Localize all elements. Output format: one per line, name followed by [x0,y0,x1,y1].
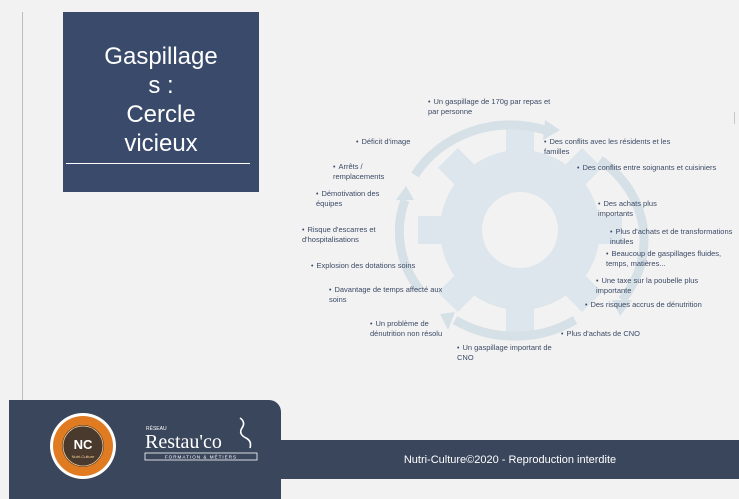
cycle-item: •Beaucoup de gaspillages fluides, temps,… [606,249,722,268]
cycle-item: •Risque d'escarres et d'hospitalisations [302,225,376,244]
steam-icon [239,417,252,449]
restauco-logo: RÉSEAU Restau'co FORMATION & MÉTIERS [144,417,258,461]
cycle-item: •Démotivation des équipes [316,189,380,208]
cycle-item: •Des conflits entre soignants et cuisini… [577,163,717,172]
cycle-item: •Plus d'achats de CNO [561,329,641,338]
cycle-item: •Une taxe sur la poubelle plus important… [596,276,699,295]
cycle-item: •Un gaspillage de 170g par repas et par … [428,97,551,116]
title-box: Gaspillage s : Cercle vicieux [63,12,259,192]
cycle-item: •Explosion des dotations soins [311,261,416,270]
cycle-item: •Des conflits avec les résidents et les … [544,137,671,156]
cycle-item: •Davantage de temps affecté aux soins [329,285,443,304]
title-underline [66,163,250,164]
cycle-item: •Un problème de dénutrition non résolu [370,319,443,338]
cycle-item: •Un gaspillage important de CNO [457,343,552,362]
cycle-item: •Déficit d'image [356,137,411,146]
right-edge-mark [734,112,739,124]
restau-tagline: FORMATION & MÉTIERS [165,454,237,460]
nc-logo-sub: Nutri-Culture [72,454,95,459]
left-divider [22,12,23,407]
cycle-item: •Plus d'achats et de transformations inu… [610,227,733,246]
footer-copyright: Nutri-Culture©2020 - Reproduction interd… [403,453,617,466]
restau-brand: Restau'co [145,431,222,453]
slide-title: Gaspillage s : Cercle vicieux [104,43,218,157]
restau-small: RÉSEAU [146,425,167,432]
nutri-culture-logo: NC Nutri-Culture [50,413,116,479]
cycle-item: •Arrêts / remplacements [333,162,385,181]
cycle-item: •Des risques accrus de dénutrition [585,300,702,309]
footer-band [281,440,739,479]
nc-logo-text: NC [74,437,93,452]
cycle-item: •Des achats plus importants [598,199,657,218]
